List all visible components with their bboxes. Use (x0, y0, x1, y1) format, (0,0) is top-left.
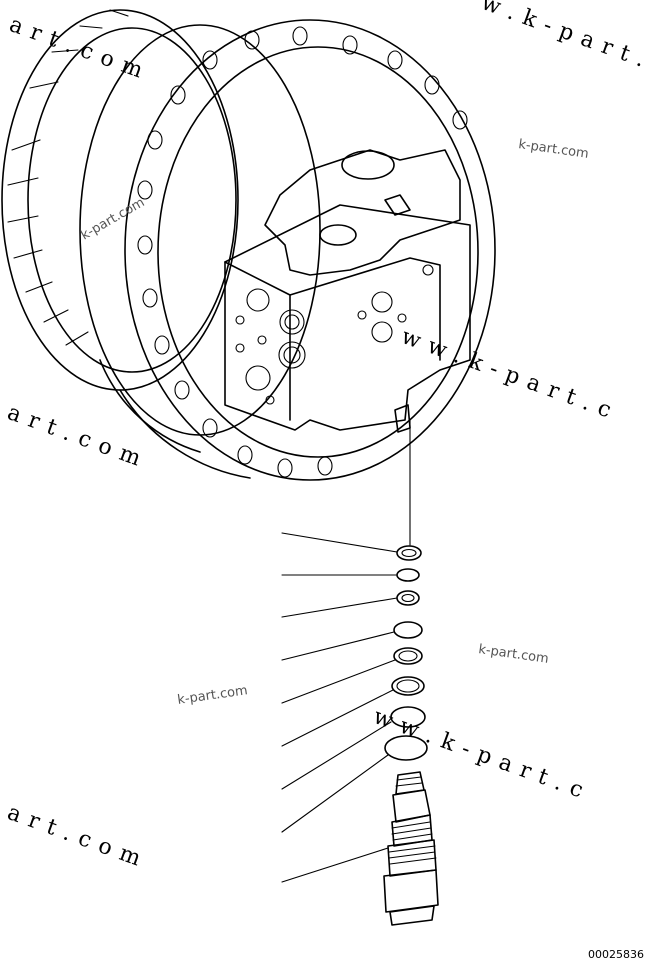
leader-7 (281, 721, 392, 790)
watermark-dotted-f: a r t . c o m (4, 800, 145, 872)
watermark-small-c: k-part.com (477, 642, 549, 667)
seal-rings (384, 545, 428, 761)
callout-leaders (281, 532, 398, 883)
leader-4 (281, 631, 395, 661)
relief-valve-cartridge (383, 771, 439, 926)
watermark-small-b: k-part.com (79, 195, 148, 243)
watermark-dotted-c: w w . k - p a r t . c (370, 704, 587, 804)
o-ring-2 (396, 568, 420, 582)
leader-5 (281, 659, 396, 704)
leader-9 (281, 847, 389, 883)
leader-1 (281, 532, 398, 553)
backup-ring-2 (393, 647, 423, 665)
backup-ring-3 (391, 676, 425, 696)
watermark-dotted-e: a r t . c o m (4, 400, 145, 472)
backup-ring-1 (396, 590, 420, 606)
watermark-dotted-a: w . k - p a r t . c (478, 0, 646, 80)
o-ring-5 (384, 735, 428, 761)
leader-8 (281, 754, 389, 833)
motor-valve-block (224, 149, 471, 433)
drawing-code: 00025836 (588, 948, 644, 961)
leader-6 (281, 689, 394, 747)
final-drive-assembly (1, 9, 496, 481)
o-ring-1 (396, 545, 422, 561)
o-ring-4 (390, 706, 426, 728)
watermark-dotted-b: w w . k - p a r t . c (398, 324, 615, 424)
watermark-small-d: k-part.com (176, 683, 248, 708)
watermark-small-a: k-part.com (517, 137, 589, 162)
leader-3 (281, 597, 398, 618)
o-ring-3 (393, 621, 423, 639)
